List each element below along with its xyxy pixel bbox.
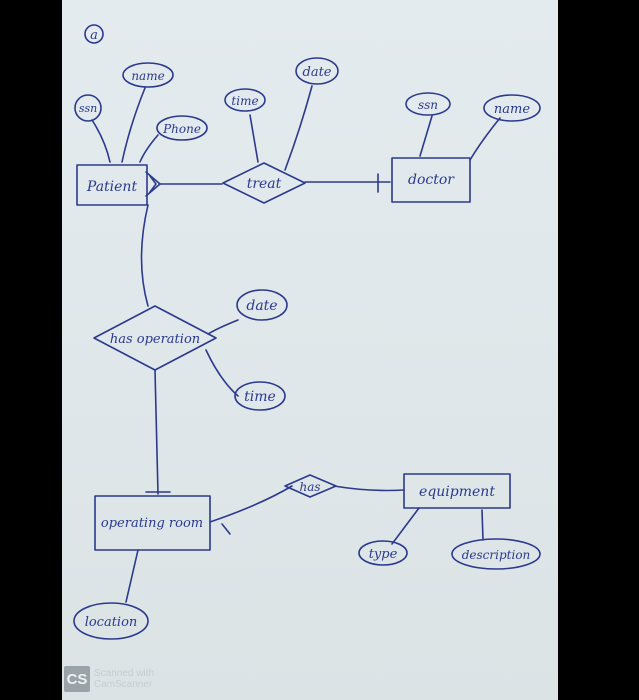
attr-doctor-ssn: ssn [405,92,451,116]
relationship-has: has [284,474,337,498]
attr-equip-description: description [451,538,541,570]
attr-patient-ssn: ssn [74,94,102,122]
attr-room-location: location [73,602,149,640]
relationship-has-operation: has operation [93,305,217,371]
entity-equipment-label: equipment [419,484,495,500]
attr-doctor-name-label: name [494,102,530,117]
attr-equip-type: type [358,540,408,566]
entity-operating-room: operating room [94,495,211,551]
relationship-treat: treat [222,162,306,204]
relationship-has-operation-label: has operation [110,332,200,347]
attr-treat-date: date [295,57,339,85]
attr-patient-ssn-label: ssn [79,102,97,115]
attr-doctor-ssn-label: ssn [418,98,438,112]
attr-doctor-name: name [483,94,541,122]
entity-doctor-label: doctor [408,172,455,188]
attr-op-date: date [236,289,288,321]
attr-patient-phone: Phone [156,115,208,141]
entity-operating-room-label: operating room [101,516,203,531]
relationship-treat-label: treat [247,176,282,192]
watermark-line2: CamScanner [94,679,153,690]
attr-op-date-label: date [246,298,277,314]
entity-patient: Patient [76,164,148,206]
corner-mark: a [84,24,104,44]
right-black-border [558,0,639,700]
attr-patient-phone-label: Phone [162,122,201,136]
camscanner-watermark: CS Scanned with CamScanner [64,664,154,694]
attr-op-time: time [234,381,286,411]
entity-patient-label: Patient [86,179,138,195]
camscanner-logo-icon: CS [64,666,90,692]
attr-patient-name-label: name [131,69,164,83]
attr-equip-type-label: type [369,547,398,562]
entity-equipment: equipment [403,473,511,509]
attr-room-location-label: location [85,615,138,630]
crows-foot-patient [145,171,161,197]
attr-op-time-label: time [244,389,276,405]
attr-treat-time-label: time [231,94,258,108]
attr-patient-name: name [122,62,174,88]
paper-sheet [62,0,558,700]
connector-lines [91,85,501,603]
attr-treat-time: time [224,88,266,112]
camscanner-text: Scanned with CamScanner [94,668,154,690]
attr-treat-date-label: date [303,65,332,80]
watermark-line1: Scanned with [94,668,155,679]
entity-doctor: doctor [391,157,471,203]
attr-equip-description-label: description [462,548,531,562]
left-black-border [0,0,62,700]
corner-mark-label: a [90,28,98,43]
relationship-has-label: has [299,480,320,494]
